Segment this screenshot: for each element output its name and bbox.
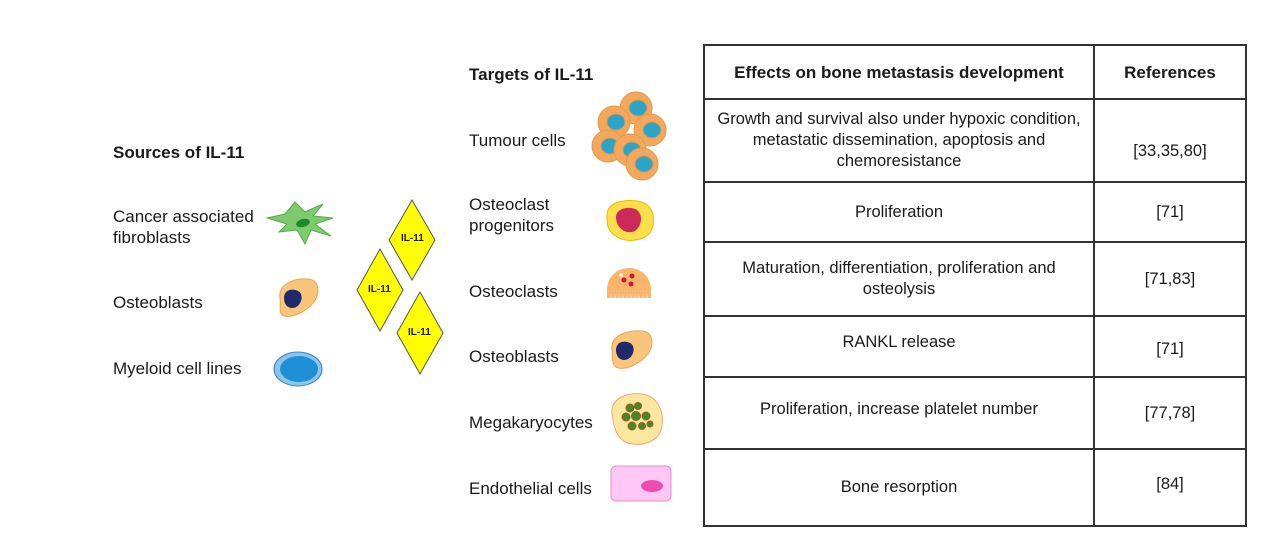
effects-table: Effects on bone metastasis development R… xyxy=(703,44,1247,527)
table-row: Proliferation, increase platelet number … xyxy=(703,376,1247,450)
table-row: RANKL release [71] xyxy=(703,315,1247,378)
references-cell: [71] xyxy=(1093,181,1247,243)
il11-diamond-icon xyxy=(396,290,444,376)
fibroblast-cell-icon xyxy=(265,201,334,246)
osteoblast-cell-icon xyxy=(279,278,319,317)
il11-label: IL-11 xyxy=(368,284,391,295)
effect-cell: Growth and survival also under hypoxic c… xyxy=(703,98,1095,183)
effect-cell: Bone resorption xyxy=(703,448,1095,527)
target-label-tumour: Tumour cells xyxy=(469,131,566,150)
il11-cytokine-group xyxy=(356,198,444,376)
effect-cell: Maturation, differentiation, proliferati… xyxy=(703,241,1095,317)
il11-diamond-icon xyxy=(356,247,404,333)
references-cell: [71,83] xyxy=(1093,241,1247,317)
target-label-osteoblasts: Osteoblasts xyxy=(469,347,559,366)
table-row: Bone resorption [84] xyxy=(703,448,1247,527)
osteoclast-icon xyxy=(607,268,651,298)
references-cell: [84] xyxy=(1093,448,1247,527)
il11-diamond-icon xyxy=(388,198,436,282)
tumour-cells-icon xyxy=(591,91,667,181)
target-label-endothelial: Endothelial cells xyxy=(469,479,592,498)
header-references: References xyxy=(1093,44,1247,100)
target-label-megakaryocytes: Megakaryocytes xyxy=(469,413,593,432)
osteoblast-cell-icon xyxy=(611,330,653,369)
table-row: Proliferation [71] xyxy=(703,181,1247,243)
references-cell: [33,35,80] xyxy=(1093,98,1247,183)
il11-label: IL-11 xyxy=(408,327,431,338)
effect-cell: Proliferation xyxy=(703,181,1095,243)
sources-heading: Sources of IL-11 xyxy=(113,143,245,162)
header-effects: Effects on bone metastasis development xyxy=(703,44,1095,100)
myeloid-cell-icon xyxy=(273,351,323,387)
table-row: Growth and survival also under hypoxic c… xyxy=(703,98,1247,183)
references-cell: [71] xyxy=(1093,315,1247,378)
target-label-osteoclasts: Osteoclasts xyxy=(469,282,558,301)
target-label-osteoclast-progenitors: Osteoclast progenitors xyxy=(469,195,555,235)
targets-heading: Targets of IL-11 xyxy=(469,65,594,84)
il11-label: IL-11 xyxy=(401,233,424,244)
effect-cell: Proliferation, increase platelet number xyxy=(703,376,1095,450)
source-label-osteoblasts: Osteoblasts xyxy=(113,293,203,312)
osteoclast-progenitor-icon xyxy=(606,200,655,241)
source-label-myeloid: Myeloid cell lines xyxy=(113,359,242,378)
megakaryocyte-icon xyxy=(611,393,663,445)
table-row: Maturation, differentiation, proliferati… xyxy=(703,241,1247,317)
endothelial-cell-icon xyxy=(610,465,672,502)
references-cell: [77,78] xyxy=(1093,376,1247,450)
effect-cell: RANKL release xyxy=(703,315,1095,378)
source-label-fibroblasts: Cancer associated fibroblasts xyxy=(113,207,254,247)
table-header-row: Effects on bone metastasis development R… xyxy=(703,44,1247,100)
